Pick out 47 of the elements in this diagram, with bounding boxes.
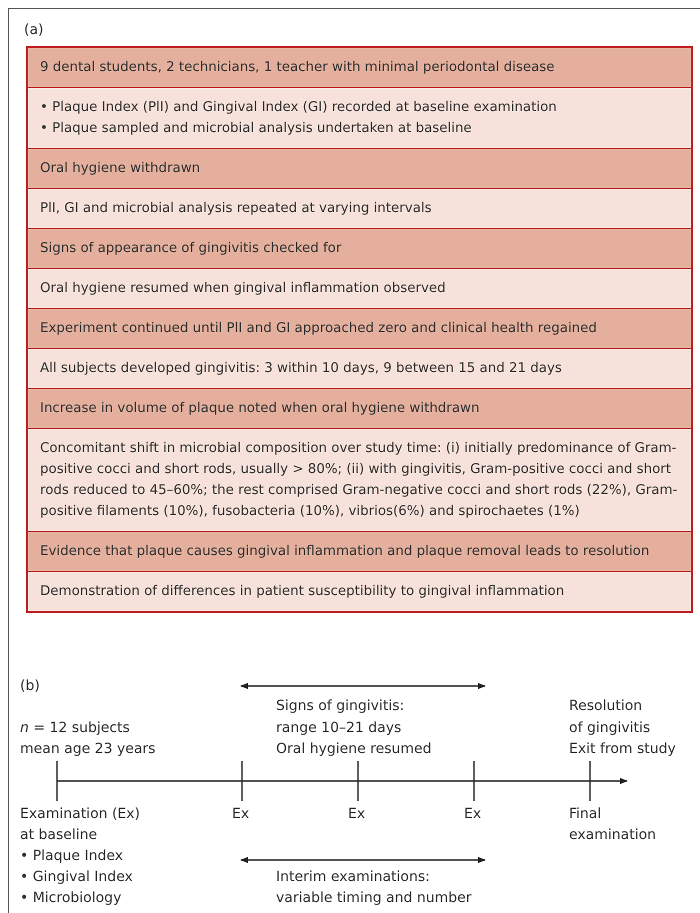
row-text: Oral hygiene resumed when gingival inflammation observed [40,281,446,296]
table-row [28,189,691,229]
row-text: Signs of appearance of gingivitis checked for [40,241,342,256]
bullet-item: • Microbiology [20,889,122,908]
table-row [28,269,691,309]
timeline-note: Final [569,805,602,824]
table-row [28,572,691,611]
row-text: PlI, GI and microbial analysis repeated at varying intervals [40,201,432,216]
tick-label: Ex [464,805,482,824]
row-text: Increase in volume of plaque noted when oral hygiene withdrawn [40,401,480,416]
table-row [28,149,691,189]
timeline-note: at baseline [20,826,98,845]
tick-label: Ex [348,805,366,824]
timeline-note: Interim examinations: [276,868,430,887]
table-row [28,349,691,389]
timeline-note: variable timing and number [276,889,472,908]
row-text: Demonstration of differences in patient susceptibility to gingival inflammation [40,584,564,599]
table-row [28,309,691,349]
table-row [28,389,691,429]
bullet-item: • Gingival Index [20,868,133,887]
table-row [28,48,691,88]
row-text: Experiment continued until PlI and GI approached zero and clinical health regained [40,321,597,336]
timeline-note: Oral hygiene resumed [276,740,432,759]
timeline-note: n = 12 subjects [20,719,130,738]
table-row [28,88,691,149]
bullet-item: • Plaque Index (PlI) and Gingival Index (GI) recorded at baseline examination [40,99,558,117]
table-row [28,229,691,269]
row-text: Oral hygiene withdrawn [40,161,200,176]
timeline-note: Resolution [569,697,642,716]
panel-label: (b) [20,677,40,696]
timeline-note: Exit from study [569,740,676,759]
timeline-note: examination [569,826,656,845]
bullet-item: • Plaque sampled and microbial analysis undertaken at baseline [40,120,473,138]
table-row [28,532,691,572]
timeline-note: mean age 23 years [20,740,156,759]
timeline-note: range 10–21 days [276,719,402,738]
tick-label: Ex [232,805,250,824]
table-row [28,429,691,532]
timeline-note: of gingivitis [569,719,650,738]
bullet-item: • Plaque Index [20,847,123,866]
row-text: Evidence that plaque causes gingival inflammation and plaque removal leads to resolution [40,544,650,559]
row-text: All subjects developed gingivitis: 3 within 10 days, 9 between 15 and 21 days [40,361,562,376]
row-text: Concomitant shift in microbial composition over study time: (i) initially predominance of Gram-positive cocci and short rods, usually > 80%; (ii) with gingivitis, Gram-positive cocci and short rods reduced to 45–60%; the rest comprised Gram-negative cocci and short rods (22%), Gram-positive filaments (10%), fusobacteria (10%), vibrios(6%) and spirochaetes (1%) [40,441,678,519]
timeline-note: Examination (Ex) [20,805,140,824]
row-text: 9 dental students, 2 technicians, 1 teacher with minimal periodontal disease [40,60,555,75]
panel-label: (a) [24,21,44,40]
timeline-note: Signs of gingivitis: [276,697,404,716]
